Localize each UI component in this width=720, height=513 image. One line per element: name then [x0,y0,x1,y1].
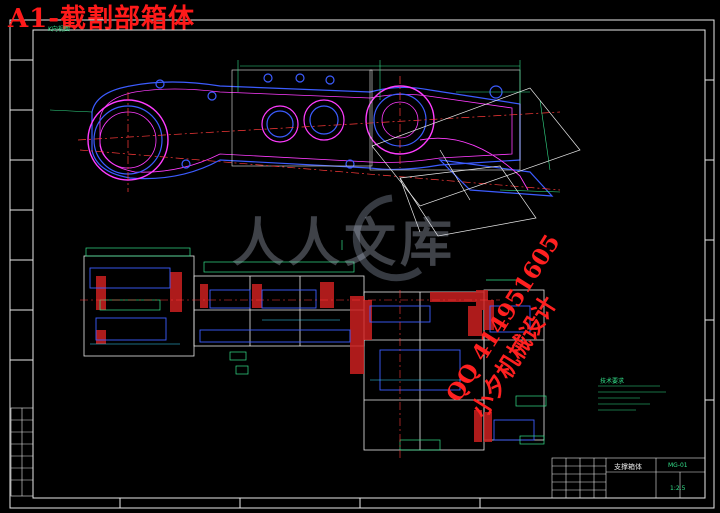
section-view-centerline [80,290,500,460]
section-view-parts [89,267,535,441]
watermark-emblem [352,194,423,282]
notes-heading: 技术要求 [600,378,625,385]
drawing-title: A1-截割部箱体 [8,4,196,34]
drawing-frame [9,19,715,509]
title-block-code: MG-01 [668,462,688,469]
top-view-housing [87,69,554,197]
title-block-scale: 1:2.5 [670,485,686,492]
title-block-name: 支撑箱体 [614,463,642,471]
watermark-text: 人人文库 [232,213,457,274]
top-view-dimensions [49,60,561,193]
title-block-grid [551,457,706,499]
section-view-hatching [96,272,494,442]
rotated-detail-frames [371,87,581,237]
view-label: K向视图 [48,26,70,33]
revision-table [10,407,34,497]
technical-notes-block [598,385,666,411]
section-view-cyan-lines [90,319,470,381]
section-view-green-parts [85,240,547,451]
top-view-centerlines [77,76,561,192]
